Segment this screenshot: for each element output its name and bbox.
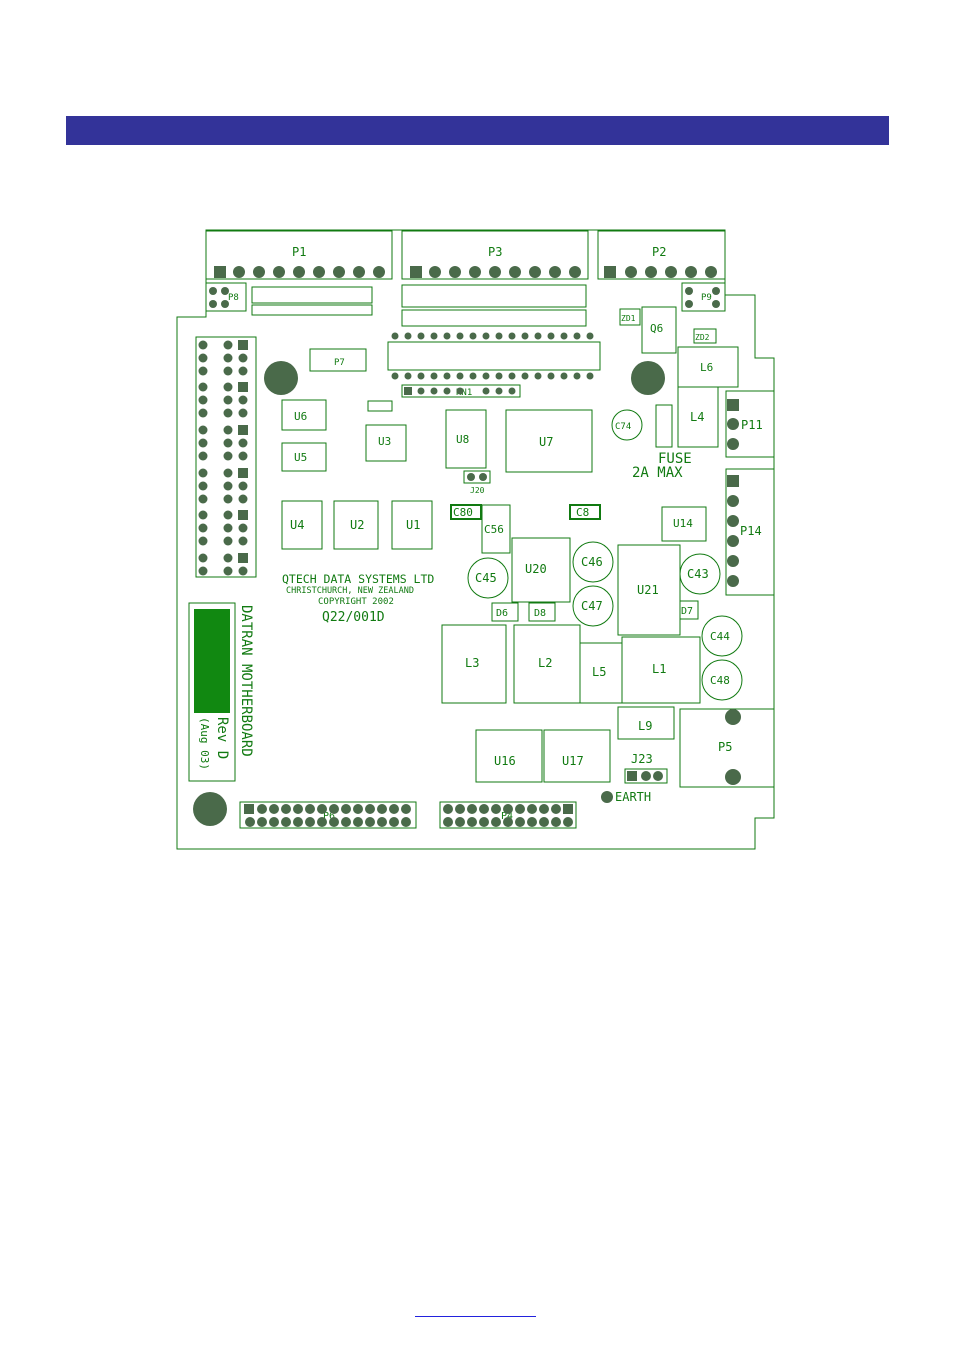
company-name: QTECH DATA SYSTEMS LTD (282, 572, 434, 586)
fuse-body (656, 405, 672, 447)
mounting-hole-3 (193, 792, 227, 826)
p2-pins (604, 266, 717, 278)
q6-label: Q6 (650, 322, 663, 335)
u6-label: U6 (294, 410, 307, 423)
ic-row-pins (392, 373, 594, 380)
mounting-hole-2 (631, 361, 665, 395)
u20-label: U20 (525, 562, 547, 576)
d8-label: D8 (534, 608, 546, 619)
l5-label: L5 (592, 665, 606, 679)
l6-label: L6 (700, 361, 713, 374)
c80-label: C80 (453, 506, 473, 519)
u5-label: U5 (294, 451, 307, 464)
c74-label: C74 (615, 422, 631, 432)
c1-cap (368, 401, 392, 411)
board-revision-date: (Aug 03) (198, 717, 211, 770)
p1-label: P1 (292, 245, 306, 259)
p1-pins (214, 266, 385, 278)
p7-label: P7 (334, 358, 345, 368)
header-bar (66, 116, 889, 145)
p5-pin1 (725, 709, 741, 725)
pcb-svg: P1 P3 P2 P8 P9 (170, 225, 780, 855)
p3-label: P3 (488, 245, 502, 259)
p2-label: P2 (652, 245, 666, 259)
p5-label: P5 (718, 740, 732, 754)
p14-label: P14 (740, 524, 762, 538)
p5-pin2 (725, 769, 741, 785)
footer-link[interactable] (415, 1306, 536, 1317)
u8-label: U8 (456, 433, 469, 446)
p14-pins (727, 475, 739, 587)
c46-label: C46 (581, 555, 603, 569)
c8-label: C8 (576, 506, 589, 519)
earth-pad (601, 791, 613, 803)
u14-label: U14 (673, 517, 693, 530)
p8-label: P8 (228, 293, 239, 303)
u2-label: U2 (350, 518, 364, 532)
l1-label: L1 (652, 662, 666, 676)
d7-label: D7 (681, 606, 693, 617)
earth-label: EARTH (615, 790, 651, 804)
mounting-hole-1 (264, 361, 298, 395)
p11-label: P11 (741, 418, 763, 432)
j23-pin2 (641, 771, 651, 781)
u21-label: U21 (637, 583, 659, 597)
ic-row (388, 342, 600, 370)
p9-label: P9 (701, 293, 712, 303)
c48-label: C48 (710, 674, 730, 687)
u3-label: U3 (378, 435, 391, 448)
l9-label: L9 (638, 719, 652, 733)
d6-label: D6 (496, 608, 508, 619)
p8-pins (209, 287, 229, 308)
p11-pin3 (727, 438, 739, 450)
u17-label: U17 (562, 754, 584, 768)
p11-pin2 (727, 418, 739, 430)
l3-label: L3 (465, 656, 479, 670)
board-name: DATRAN MOTHERBOARD (238, 605, 254, 757)
u1-label: U1 (406, 518, 420, 532)
c44-label: C44 (710, 630, 730, 643)
l2-label: L2 (538, 656, 552, 670)
j20-label: J20 (470, 486, 485, 495)
c47-label: C47 (581, 599, 603, 613)
l4-label: L4 (690, 410, 704, 424)
zd2-label: ZD2 (695, 333, 710, 342)
diode-row-left (252, 287, 372, 315)
j20-pin1 (467, 473, 475, 481)
c56-label: C56 (484, 523, 504, 536)
j23-pin1 (627, 771, 637, 781)
fuse-rating: 2A MAX (632, 465, 683, 481)
p3-pins (410, 266, 581, 278)
label-block (194, 609, 230, 713)
zd1-label: ZD1 (621, 314, 636, 323)
company-location: CHRISTCHURCH, NEW ZEALAND (286, 586, 414, 596)
j23-label: J23 (631, 752, 653, 766)
jumper-column (196, 337, 256, 577)
resistor-row-top (402, 285, 586, 326)
u4-label: U4 (290, 518, 304, 532)
j23-pin3 (653, 771, 663, 781)
copyright: COPYRIGHT 2002 (318, 597, 394, 607)
j20-pin2 (479, 473, 487, 481)
rn1-pins (404, 387, 516, 395)
c45-label: C45 (475, 571, 497, 585)
c43-label: C43 (687, 567, 709, 581)
u16-label: U16 (494, 754, 516, 768)
board-revision: Rev D (214, 717, 230, 759)
part-number: Q22/001D (322, 610, 385, 625)
p11-pin1 (727, 399, 739, 411)
header-row-dots (392, 333, 594, 340)
pcb-layout: P1 P3 P2 P8 P9 (170, 225, 780, 855)
u7-label: U7 (539, 435, 553, 449)
